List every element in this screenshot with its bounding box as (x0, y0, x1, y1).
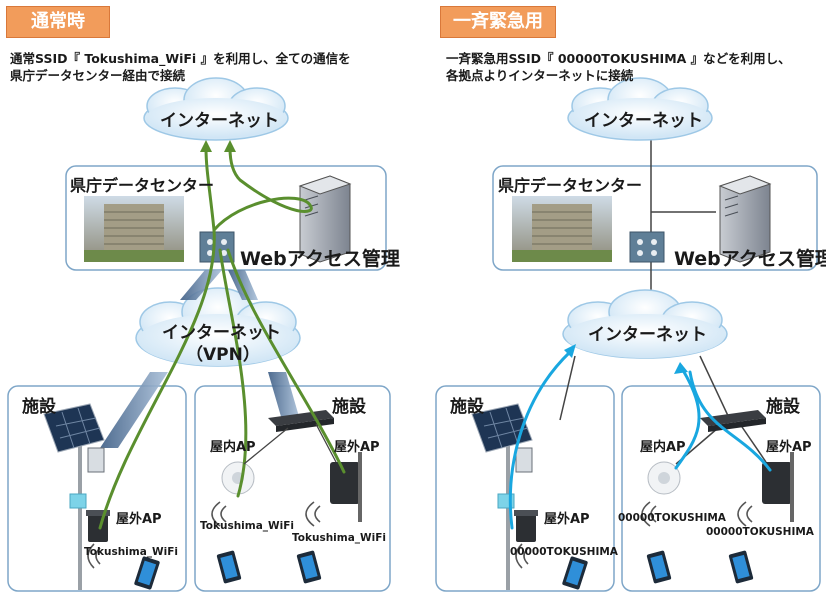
wifi-signal-icon (515, 501, 753, 569)
ssid-label: Tokushima_WiFi (84, 546, 178, 558)
indoor-ap-label: 屋内AP (210, 440, 256, 455)
arrow-head (564, 344, 576, 358)
web-access-label: Webアクセス管理 (674, 248, 826, 270)
link-line (243, 423, 337, 465)
mode-badge-normal: 通常時 (6, 6, 110, 38)
server-icon (718, 175, 772, 263)
outdoor-ap-icon (330, 452, 362, 522)
outdoor-ap-label: 屋外AP (116, 512, 162, 527)
hub-icon (268, 410, 334, 432)
ssid-label: Tokushima_WiFi (200, 520, 294, 532)
smartphone-icon (134, 556, 160, 590)
description-line-2: 県庁データセンター経由で接続 (10, 68, 186, 83)
indoor-ap-label: 屋内AP (640, 440, 686, 455)
emergency-route-path (508, 350, 772, 530)
smartphone-icon (646, 550, 672, 584)
description-line-1: 一斉緊急用SSID『 00000TOKUSHIMA 』などを利用し、 (446, 51, 791, 66)
internet-vpn-label: インターネット (162, 323, 281, 343)
router-icon (629, 231, 665, 263)
web-access-label: Webアクセス管理 (240, 248, 400, 270)
normal-route-path (98, 146, 346, 530)
internet-label: インターネット (160, 111, 279, 131)
cloud-icon (562, 289, 728, 359)
facility-label: 施設 (450, 397, 484, 417)
vpn-tunnel (100, 372, 168, 448)
facility-label: 施設 (332, 397, 366, 417)
facility-box-b (194, 385, 391, 592)
facility-label: 施設 (766, 397, 800, 417)
arrow-head (224, 140, 236, 152)
datacenter-label: 県庁データセンター (70, 176, 215, 195)
description-line-2: 各拠点よりインターネットに接続 (446, 68, 634, 83)
vpn-tunnel (268, 372, 300, 420)
vpn-tunnel (180, 270, 222, 300)
mode-badge-emergency: 一斉緊急用 (440, 6, 556, 38)
outdoor-ap-label: 屋外AP (766, 440, 812, 455)
wifi-signal-icon (87, 501, 321, 569)
indoor-ap-icon (221, 461, 255, 495)
internet-label: インターネット (588, 325, 707, 345)
ssid-label: 00000TOKUSHIMA (618, 512, 726, 524)
facility-box-b (621, 385, 821, 592)
smartphone-icon (216, 550, 242, 584)
cloud-icon (567, 77, 713, 141)
cloud-icon (143, 77, 289, 141)
indoor-ap-icon (647, 461, 681, 495)
datacenter-label: 県庁データセンター (498, 176, 643, 195)
outdoor-ap-icon (762, 452, 794, 522)
smartphone-icon (728, 550, 754, 584)
smartphone-icon (562, 556, 588, 590)
outdoor-ap-icon (86, 510, 110, 542)
building-icon (512, 196, 612, 262)
ssid-label: 00000TOKUSHIMA (706, 526, 814, 538)
outdoor-ap-label: 屋外AP (334, 440, 380, 455)
building-icon (84, 196, 184, 262)
smartphone-icon (296, 550, 322, 584)
vpn-label: （VPN） (186, 345, 260, 365)
internet-label: インターネット (584, 111, 703, 131)
arrow-head (674, 362, 688, 374)
solar-pole-icon (43, 403, 105, 590)
arrow-head (200, 140, 212, 152)
outdoor-ap-icon (514, 510, 538, 542)
facility-label: 施設 (22, 397, 56, 417)
ssid-label: Tokushima_WiFi (292, 532, 386, 544)
description-line-1: 通常SSID『 Tokushima_WiFi 』を利用し、全ての通信を (10, 51, 351, 66)
cloud-icon (135, 287, 301, 367)
router-icon (199, 231, 235, 263)
outdoor-ap-label: 屋外AP (544, 512, 590, 527)
ssid-label: 00000TOKUSHIMA (510, 546, 618, 558)
